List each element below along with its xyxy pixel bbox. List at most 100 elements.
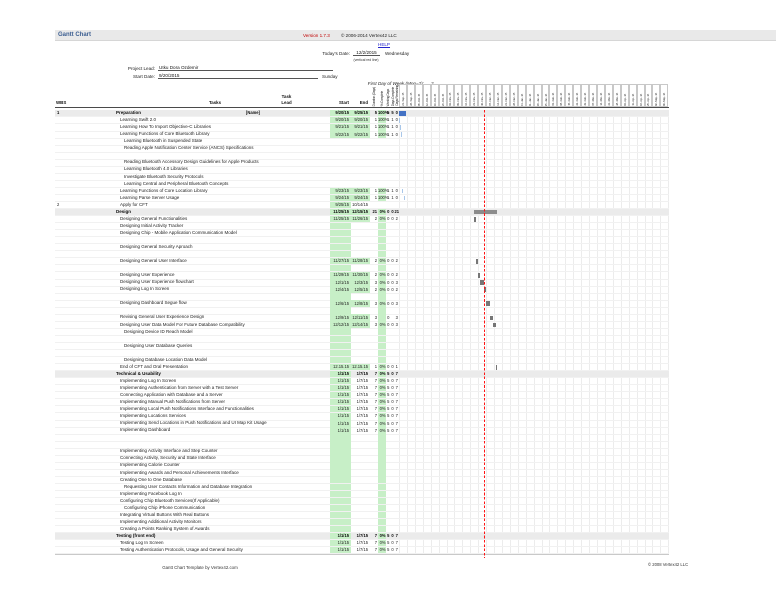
- cell-task[interactable]: Learning Central and Peripheral Bluetoot…: [124, 180, 229, 186]
- cell-days-remaining[interactable]: 3: [395, 314, 398, 320]
- cell-duration[interactable]: 7: [374, 371, 377, 377]
- cell-start[interactable]: 12/4/15: [335, 286, 349, 292]
- cell-pct-complete[interactable]: 0%: [379, 427, 386, 433]
- cell-end[interactable]: 1/7/15: [356, 427, 368, 433]
- cell-duration[interactable]: 7: [374, 406, 377, 412]
- cell-days-complete[interactable]: 0: [391, 406, 394, 412]
- cell-days-remaining[interactable]: 7: [395, 392, 398, 398]
- cell-pct-complete[interactable]: 0%: [379, 286, 386, 292]
- cell-task[interactable]: Creating One to One Database: [120, 476, 183, 482]
- cell-days-complete[interactable]: 1: [391, 117, 394, 123]
- cell-start[interactable]: 12/12/15: [333, 321, 349, 327]
- cell-days-remaining[interactable]: 7: [395, 413, 398, 419]
- cell-task[interactable]: Investigate Bluetooth Security Protocols: [124, 173, 204, 179]
- cell-days-complete[interactable]: 1: [391, 187, 394, 193]
- cell-pct-complete[interactable]: 0%: [379, 413, 386, 419]
- cell-duration[interactable]: 7: [374, 427, 377, 433]
- cell-days-remaining[interactable]: 1: [395, 364, 398, 370]
- cell-duration[interactable]: 7: [374, 533, 377, 539]
- cell-start[interactable]: 11/29/15: [333, 272, 349, 278]
- cell-working-days[interactable]: 5: [387, 427, 390, 433]
- cell-duration[interactable]: 2: [374, 216, 377, 222]
- cell-end[interactable]: 12/14/15: [352, 321, 368, 327]
- cell-end[interactable]: 12.15.15: [352, 364, 368, 370]
- cell-start[interactable]: 1/1/15: [337, 406, 349, 412]
- cell-days-remaining[interactable]: 2: [395, 216, 398, 222]
- cell-working-days[interactable]: 0: [387, 300, 390, 306]
- cell-duration[interactable]: 5: [374, 110, 377, 116]
- cell-duration[interactable]: 3: [374, 321, 377, 327]
- cell-pct-complete[interactable]: 0%: [379, 371, 386, 377]
- cell-task[interactable]: Implementing Manual Push Notifications f…: [120, 399, 226, 405]
- cell-task[interactable]: Learning Swift 2.0: [120, 117, 157, 123]
- cell-end[interactable]: 12/11/15: [352, 314, 368, 320]
- cell-end[interactable]: 1/7/15: [356, 547, 368, 553]
- cell-days-remaining[interactable]: 7: [395, 547, 398, 553]
- cell-pct-complete[interactable]: 0%: [379, 406, 386, 412]
- cell-end[interactable]: 11/28/15: [352, 258, 368, 264]
- cell-task[interactable]: Implementing Facebook Log In: [120, 490, 182, 496]
- cell-duration[interactable]: 7: [374, 385, 377, 391]
- cell-working-days[interactable]: 5: [387, 371, 390, 377]
- cell-task[interactable]: Implementing Awards and Personal Achieve…: [120, 469, 239, 475]
- cell-pct-complete[interactable]: 0%: [379, 258, 386, 264]
- cell-end[interactable]: 1/7/15: [356, 413, 368, 419]
- project-lead-value[interactable]: Utku Dora Ozdemir: [158, 65, 333, 71]
- cell-working-days[interactable]: 0: [387, 209, 390, 215]
- cell-duration[interactable]: 21: [372, 209, 377, 215]
- cell-task[interactable]: Connecting Application with Database and…: [120, 392, 223, 397]
- cell-end[interactable]: 12/5/15: [354, 286, 368, 292]
- cell-pct-complete[interactable]: 100%: [378, 110, 389, 116]
- cell-start[interactable]: 1/1/15: [337, 547, 349, 553]
- cell-end[interactable]: 1/7/15: [356, 420, 368, 426]
- cell-task[interactable]: Implementing Log In Screen: [120, 377, 177, 383]
- cell-task[interactable]: Creating a Points Ranking System of Awar…: [120, 525, 210, 531]
- cell-days-complete[interactable]: 1: [391, 131, 394, 137]
- todays-date-value[interactable]: 12/2/2015: [353, 50, 380, 56]
- cell-task[interactable]: Implementing Local Push Notifications In…: [120, 406, 254, 412]
- cell-days-remaining[interactable]: 7: [395, 371, 398, 377]
- cell-task[interactable]: Learning Bluetooth 4.0 Libraries: [124, 166, 188, 172]
- cell-working-days[interactable]: 5: [387, 533, 390, 539]
- cell-wbs[interactable]: 2: [57, 202, 60, 207]
- cell-pct-complete[interactable]: 0%: [379, 540, 386, 546]
- cell-working-days[interactable]: 5: [387, 399, 390, 405]
- cell-working-days[interactable]: 0: [387, 279, 390, 285]
- cell-task[interactable]: Testing Log In Screen: [120, 540, 164, 546]
- cell-end[interactable]: 9/22/15: [354, 131, 368, 137]
- cell-pct-complete[interactable]: 0%: [379, 321, 386, 327]
- cell-working-days[interactable]: 1: [387, 131, 390, 137]
- cell-task[interactable]: Designing General Security Aproach: [120, 244, 193, 249]
- cell-days-complete[interactable]: 0: [391, 258, 394, 264]
- cell-end[interactable]: 1/7/15: [356, 406, 368, 412]
- cell-days-remaining[interactable]: 2: [395, 272, 398, 278]
- cell-start[interactable]: 9/20/15: [335, 110, 349, 116]
- cell-wbs[interactable]: 1: [57, 110, 60, 116]
- cell-start[interactable]: 11/25/15: [333, 216, 349, 222]
- cell-end[interactable]: 1/7/15: [356, 533, 368, 539]
- help-link[interactable]: HELP: [378, 42, 391, 47]
- cell-days-complete[interactable]: 0: [391, 209, 394, 215]
- cell-task[interactable]: Designing Chip - Mobile Application Comm…: [120, 229, 237, 235]
- cell-days-remaining[interactable]: 2: [395, 286, 398, 292]
- cell-days-remaining[interactable]: 7: [395, 427, 398, 433]
- cell-days-remaining[interactable]: 0: [395, 194, 398, 200]
- cell-days-remaining[interactable]: 21: [394, 209, 400, 215]
- cell-end[interactable]: 9/25/15: [354, 110, 368, 116]
- cell-days-remaining[interactable]: 0: [395, 110, 398, 116]
- cell-task[interactable]: Designing User Database Queries: [124, 342, 193, 348]
- cell-end[interactable]: 9/20/15: [354, 117, 368, 123]
- cell-duration[interactable]: 3: [374, 279, 377, 285]
- cell-days-complete[interactable]: 0: [391, 413, 394, 419]
- cell-task[interactable]: Learning Functions of Core Bluetooth Lib…: [120, 131, 210, 137]
- cell-task[interactable]: Configuring Chip Bluetooth Services(If A…: [120, 497, 220, 503]
- cell-working-days[interactable]: 5: [387, 378, 390, 384]
- cell-pct-complete[interactable]: 0%: [379, 216, 386, 222]
- cell-task[interactable]: Designing General User Interface: [120, 258, 187, 264]
- cell-task[interactable]: Implementing Additional Activity Monitor…: [120, 518, 202, 524]
- cell-end[interactable]: 11/30/15: [352, 272, 368, 278]
- cell-duration[interactable]: 1: [374, 124, 377, 130]
- cell-start[interactable]: 1/1/15: [337, 399, 349, 405]
- cell-working-days[interactable]: 5: [387, 413, 390, 419]
- cell-pct-complete[interactable]: 0%: [379, 300, 386, 306]
